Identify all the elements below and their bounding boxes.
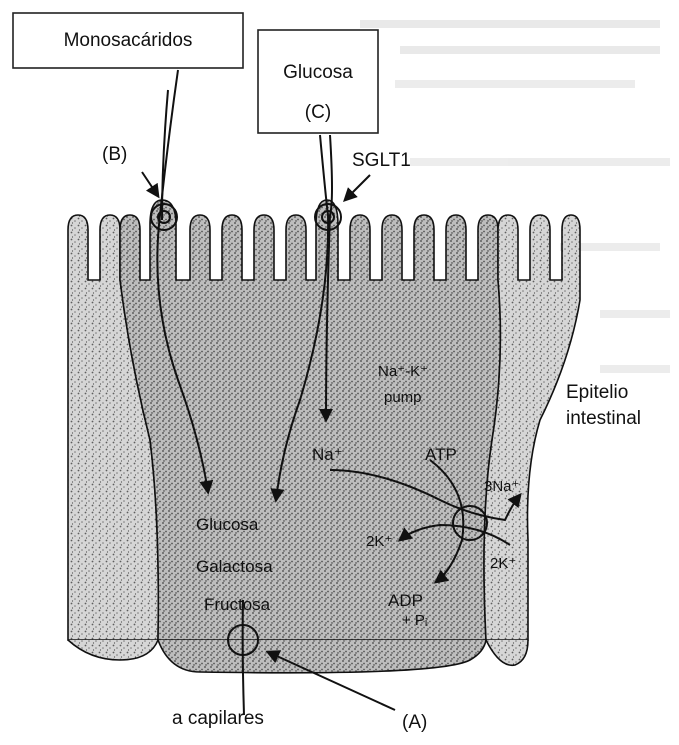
label-atp: ATP (425, 445, 457, 464)
label-adp: ADP (388, 591, 423, 610)
cell-sugar-fructosa: Fructosa (204, 595, 271, 614)
label-pump-line1: Na⁺-K⁺ (378, 363, 428, 380)
label-pi: + Pᵢ (402, 612, 427, 629)
label-3na: 3Na⁺ (484, 478, 519, 495)
cell-sugar-glucosa: Glucosa (196, 515, 259, 534)
label-intestinal: intestinal (566, 408, 641, 429)
monosacaridos-box-group: Monosacáridos (13, 13, 243, 68)
label-c: (C) (305, 102, 331, 123)
label-2k-right: 2K⁺ (490, 555, 516, 572)
monosacaridos-label: Monosacáridos (64, 30, 193, 51)
glucosa-box-label: Glucosa (283, 62, 353, 83)
cell-sugar-galactosa: Galactosa (196, 557, 273, 576)
pointer-sglt1 (345, 175, 370, 200)
label-a-capilares: a capilares (172, 708, 264, 729)
label-epitelio: Epitelio (566, 382, 628, 403)
label-na: Na⁺ (312, 445, 343, 464)
label-pump-line2: pump (384, 389, 422, 406)
pointer-b (142, 172, 158, 196)
label-b: (B) (102, 144, 127, 165)
glucosa-box-group: Glucosa (C) (258, 30, 378, 133)
epithelium (68, 200, 580, 673)
epithelial-cell-left (68, 215, 158, 640)
label-sglt1: SGLT1 (352, 150, 411, 171)
label-2k-left: 2K⁺ (366, 533, 392, 550)
label-a: (A) (402, 712, 427, 733)
